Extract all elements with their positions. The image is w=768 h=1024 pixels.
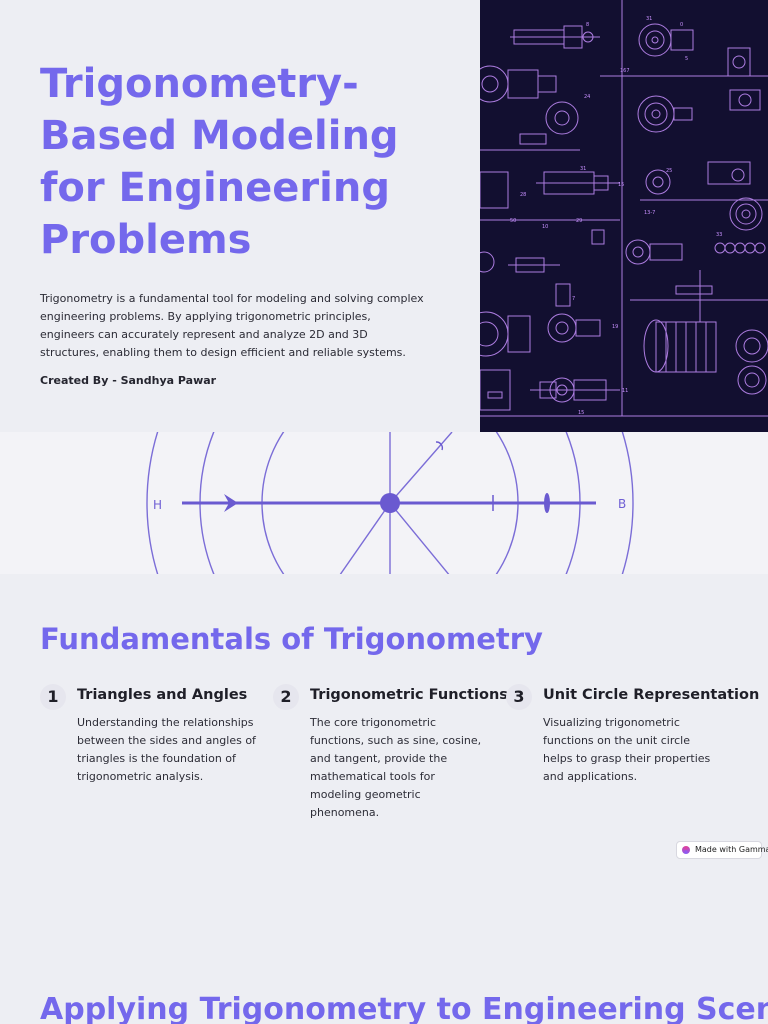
svg-text:33: 33 xyxy=(716,232,722,238)
blueprint-image: 8 31 0 5 167 24 31 15 28 50 10 29 13-7 25 33 7 19 11… xyxy=(480,0,768,432)
svg-text:167: 167 xyxy=(620,68,630,74)
svg-text:0: 0 xyxy=(680,22,683,28)
svg-text:11: 11 xyxy=(622,388,628,394)
svg-text:8: 8 xyxy=(586,22,589,28)
hero-description-line: structures, enabling them to design effi… xyxy=(40,346,406,359)
made-with-gamma-badge[interactable]: Made with Gamma xyxy=(676,841,768,859)
step-description-line: between the sides and angles of xyxy=(77,734,256,747)
svg-text:28: 28 xyxy=(520,192,526,198)
fundamentals-section: Fundamentals of Trigonometry 1 Triangles… xyxy=(0,574,768,884)
step-description-line: Visualizing trigonometric xyxy=(543,716,680,729)
step-number: 1 xyxy=(40,684,66,710)
hero-title-line: for Engineering xyxy=(40,165,390,211)
hero-text: Trigonometry- Based Modeling for Enginee… xyxy=(40,58,460,387)
step-description-line: triangles is the foundation of xyxy=(77,752,236,765)
step-description-line: phenomena. xyxy=(310,806,380,819)
unit-circle-diagram: H B xyxy=(0,432,768,574)
hero-title-line: Trigonometry- xyxy=(40,61,359,107)
step-description-line: functions, such as sine, cosine, xyxy=(310,734,482,747)
hero-description: Trigonometry is a fundamental tool for m… xyxy=(40,290,460,362)
diagram-right-label: B xyxy=(618,497,626,511)
author-credit: Created By - Sandhya Pawar xyxy=(40,374,217,387)
step-description-line: mathematical tools for xyxy=(310,770,435,783)
svg-text:29: 29 xyxy=(576,218,582,224)
gamma-logo-icon xyxy=(682,846,690,854)
svg-text:31: 31 xyxy=(580,166,586,172)
step-description: Understanding the relationships between … xyxy=(77,714,256,786)
blueprint-drawing: 8 31 0 5 167 24 31 15 28 50 10 29 13-7 25 33 7 19 11… xyxy=(480,0,768,417)
svg-text:19: 19 xyxy=(612,324,618,330)
step-number: 2 xyxy=(273,684,299,710)
hero-title: Trigonometry- Based Modeling for Enginee… xyxy=(40,58,460,266)
svg-text:7: 7 xyxy=(572,296,575,302)
svg-text:24: 24 xyxy=(584,94,590,100)
step-title: Unit Circle Representation xyxy=(543,687,760,703)
hero-description-line: engineers can accurately represent and a… xyxy=(40,328,368,341)
step-description-line: The core trigonometric xyxy=(310,716,437,729)
hero-section: Trigonometry- Based Modeling for Enginee… xyxy=(0,0,768,432)
svg-text:31: 31 xyxy=(646,16,652,22)
step-description: The core trigonometric functions, such a… xyxy=(310,714,481,822)
step-description-line: modeling geometric xyxy=(310,788,421,801)
svg-text:13-7: 13-7 xyxy=(644,210,655,216)
svg-text:5: 5 xyxy=(685,56,688,62)
step-number: 3 xyxy=(506,684,532,710)
step-title: Triangles and Angles xyxy=(77,687,248,703)
step-description-line: functions on the unit circle xyxy=(543,734,690,747)
step-description-line: helps to grasp their properties xyxy=(543,752,711,765)
step-description: Visualizing trigonometric functions on t… xyxy=(543,714,710,786)
hero-description-line: Trigonometry is a fundamental tool for m… xyxy=(40,292,424,305)
step-description-line: and tangent, provide the xyxy=(310,752,448,765)
step-description-line: Understanding the relationships xyxy=(77,716,254,729)
step-description-line: and applications. xyxy=(543,770,638,783)
step-title: Trigonometric Functions xyxy=(310,687,508,703)
diagram-left-label: H xyxy=(153,498,162,512)
hero-description-line: engineering problems. By applying trigon… xyxy=(40,310,371,323)
svg-text:15: 15 xyxy=(618,182,624,188)
section-title: Fundamentals of Trigonometry xyxy=(40,622,543,656)
unit-circle-drawing: H B xyxy=(146,432,634,574)
badge-label: Made with Gamma xyxy=(695,845,768,854)
next-section-title: Applying Trigonometry to Engineering Sce… xyxy=(40,992,768,1024)
svg-text:15: 15 xyxy=(578,410,584,416)
svg-text:25: 25 xyxy=(666,168,672,174)
svg-text:10: 10 xyxy=(542,224,548,230)
hero-title-line: Problems xyxy=(40,217,252,263)
svg-text:50: 50 xyxy=(510,218,516,224)
hero-title-line: Based Modeling xyxy=(40,113,399,159)
step-description-line: trigonometric analysis. xyxy=(77,770,204,783)
